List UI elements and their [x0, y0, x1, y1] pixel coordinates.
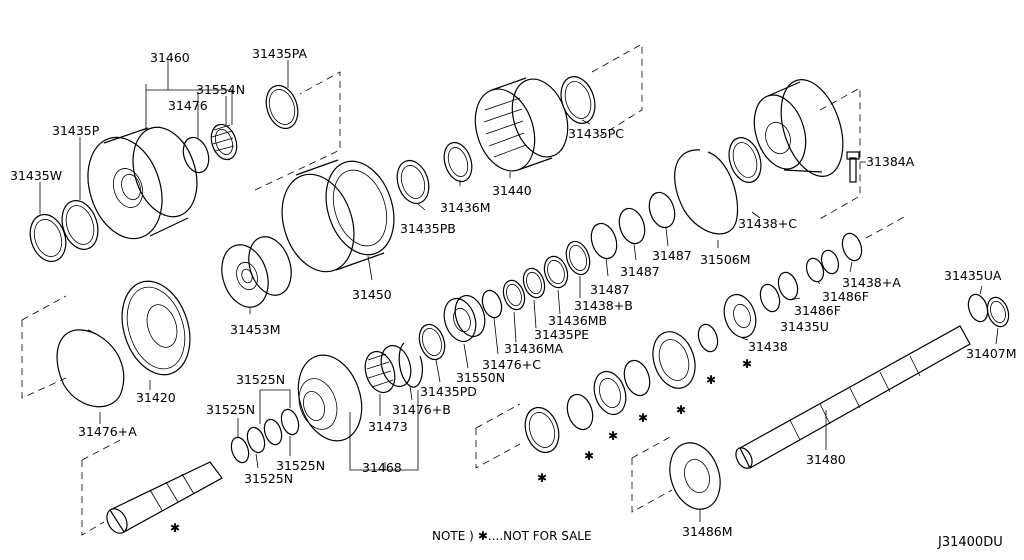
label-31435ua: 31435UA — [944, 268, 1002, 283]
label-31436mb: 31436MB — [548, 313, 607, 328]
label-31476: 31476 — [168, 98, 208, 113]
label-31438-a: 31438+A — [842, 275, 901, 290]
label-31480: 31480 — [806, 452, 846, 467]
label-31435pc: 31435PC — [568, 126, 624, 141]
label-31438: 31438 — [748, 339, 788, 354]
star-marker: ✱ — [676, 403, 686, 417]
label-31525n-3: 31525N — [276, 458, 325, 473]
label-31525n-4: 31525N — [244, 471, 293, 486]
label-31460: 31460 — [150, 50, 190, 65]
label-31554n: 31554N — [196, 82, 245, 97]
label-31435pb: 31435PB — [400, 221, 456, 236]
note-prefix: NOTE ) — [432, 529, 474, 543]
label-31453m: 31453M — [230, 322, 281, 337]
star-marker: ✱ — [537, 471, 547, 485]
label-31435pe: 31435PE — [534, 327, 589, 342]
star-marker: ✱ — [170, 521, 180, 535]
label-31435pd: 31435PD — [420, 384, 477, 399]
label-31436ma: 31436MA — [504, 341, 564, 356]
label-31407m: 31407M — [966, 346, 1017, 361]
note: NOTE ) ✱....NOT FOR SALE — [432, 529, 592, 543]
label-31435p: 31435P — [52, 123, 100, 138]
leader-lines — [39, 60, 999, 522]
star-marker: ✱ — [608, 429, 618, 443]
label-31435pa: 31435PA — [252, 46, 308, 61]
footer: NOTE ) ✱....NOT FOR SALE J31400DU — [432, 529, 1003, 550]
label-31436m: 31436M — [440, 200, 491, 215]
label-31486m: 31486M — [682, 524, 733, 539]
label-31473: 31473 — [368, 419, 408, 434]
label-31440: 31440 — [492, 183, 532, 198]
label-31476-a: 31476+A — [78, 424, 137, 439]
dashed-guides — [21, 43, 907, 536]
label-31384a: 31384A — [866, 154, 915, 169]
diagram-code: J31400DU — [937, 535, 1003, 550]
star-marker: ✱ — [584, 449, 594, 463]
star-marker: ✱ — [706, 373, 716, 387]
label-31486f-1: 31486F — [822, 289, 869, 304]
label-31476-b: 31476+B — [392, 402, 451, 417]
label-31420: 31420 — [136, 390, 176, 405]
part-labels: 31460 31435PA 31554N 31476 31435P 31435W… — [10, 46, 1017, 539]
not-for-sale-markers: ✱ ✱ ✱ ✱ ✱ ✱ ✱ ✱ — [170, 357, 752, 535]
label-31450: 31450 — [352, 287, 392, 302]
label-31438-c: 31438+C — [738, 216, 797, 231]
label-31506m: 31506M — [700, 252, 751, 267]
note-star: ✱ — [478, 529, 488, 543]
label-31487-2: 31487 — [620, 264, 660, 279]
label-31435u: 31435U — [780, 319, 829, 334]
label-31435w: 31435W — [10, 168, 62, 183]
label-31487-1: 31487 — [652, 248, 692, 263]
label-31525n-2: 31525N — [206, 402, 255, 417]
label-31486f-2: 31486F — [794, 303, 841, 318]
label-31438-b: 31438+B — [574, 298, 633, 313]
parts — [29, 76, 1010, 534]
star-marker: ✱ — [638, 411, 648, 425]
label-31468: 31468 — [362, 460, 402, 475]
label-31550n: 31550N — [456, 370, 505, 385]
star-marker: ✱ — [742, 357, 752, 371]
label-31487-3: 31487 — [590, 282, 630, 297]
note-text: ....NOT FOR SALE — [488, 529, 592, 543]
label-31476-c: 31476+C — [482, 357, 541, 372]
label-31525n-1: 31525N — [236, 372, 285, 387]
